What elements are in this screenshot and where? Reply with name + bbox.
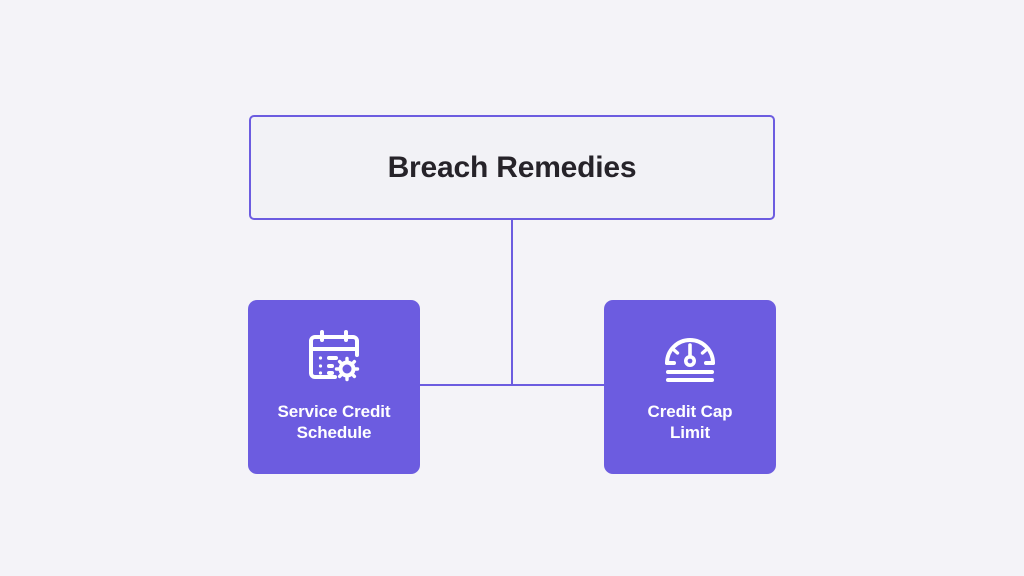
root-node-breach-remedies[interactable]: Breach Remedies xyxy=(249,115,775,220)
leaf-label-line-2: Schedule xyxy=(296,423,372,442)
connector-horizontal-bus xyxy=(334,384,690,386)
leaf-card-credit-cap-limit[interactable]: Credit Cap Limit xyxy=(604,300,776,474)
leaf-card-label: Credit Cap Limit xyxy=(648,401,733,444)
leaf-label-line-1: Credit Cap xyxy=(647,401,733,421)
root-node-title: Breach Remedies xyxy=(387,151,637,184)
leaf-label-line-1: Service Credit xyxy=(277,401,391,421)
leaf-card-label: Service Credit Schedule xyxy=(278,401,391,444)
leaf-card-service-credit-schedule[interactable]: Service Credit Schedule xyxy=(248,300,420,474)
calendar-gear-icon xyxy=(305,327,363,385)
connector-vertical-trunk xyxy=(511,219,513,386)
leaf-label-line-2: Limit xyxy=(669,423,711,442)
gauge-icon xyxy=(661,327,719,385)
